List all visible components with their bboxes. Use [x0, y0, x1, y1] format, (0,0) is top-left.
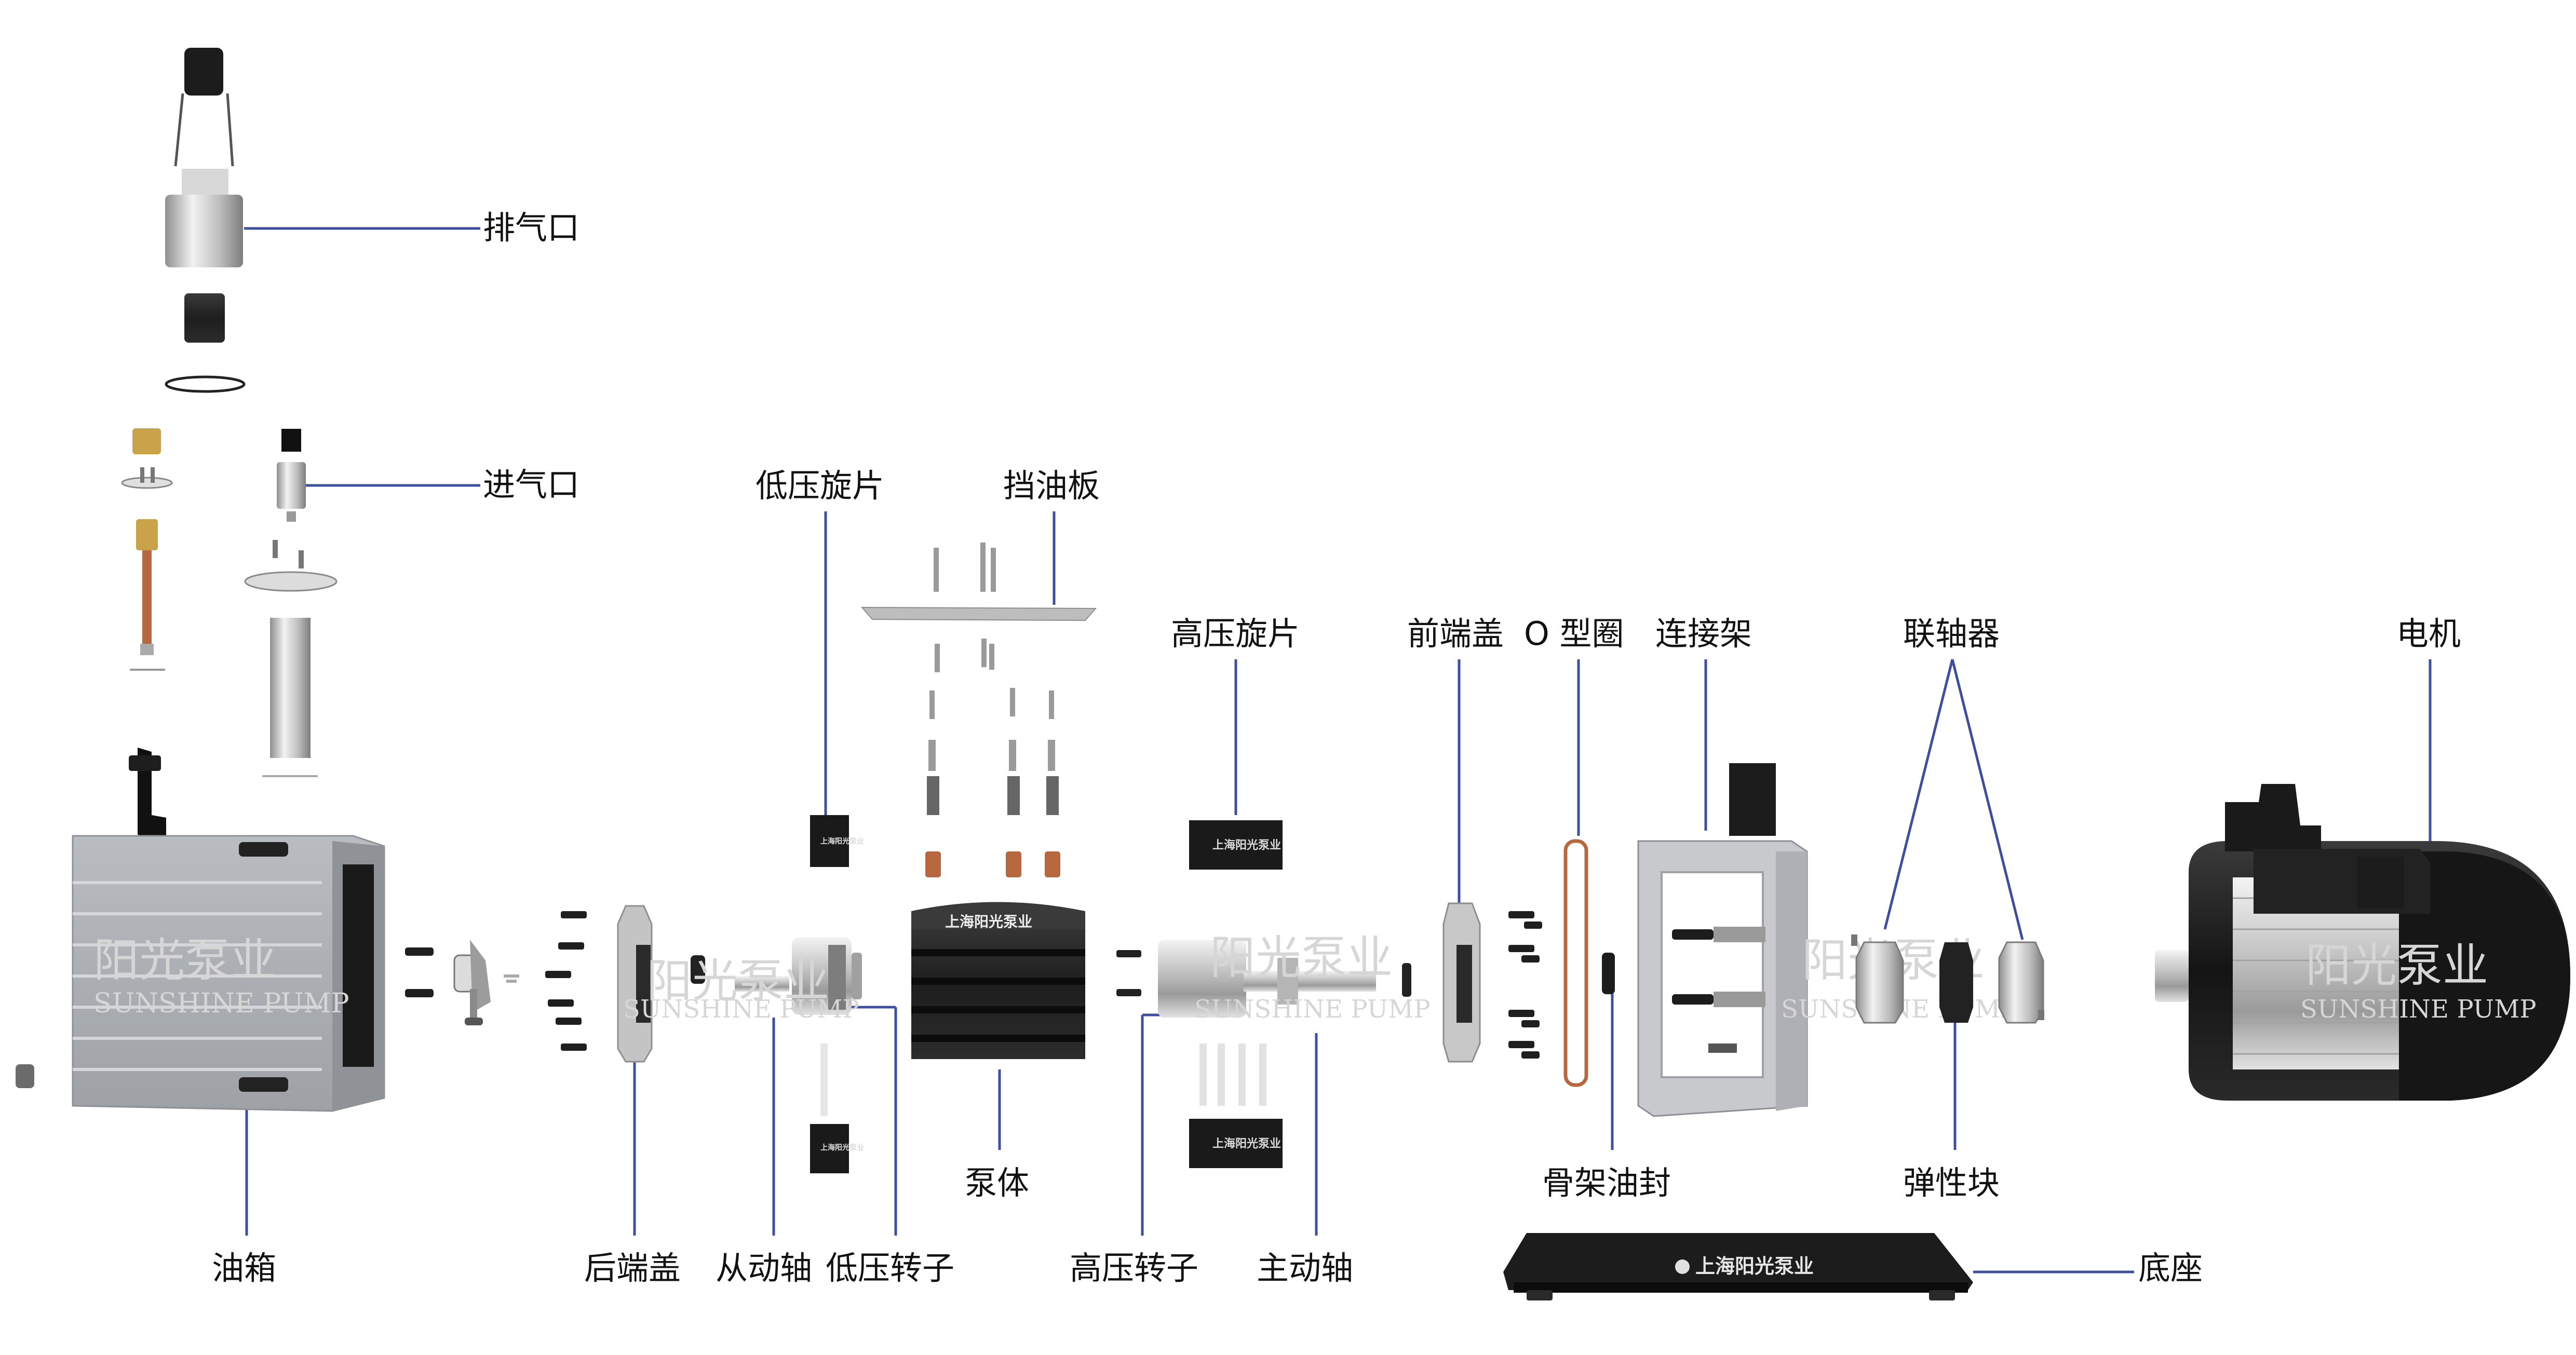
hp-vane-brand-top: 上海阳光泵业 [1212, 838, 1281, 852]
label-o-ring: O 型圈 [1524, 615, 1624, 653]
high-pressure-vanes: 上海阳光泵业 上海阳光泵业 [1189, 820, 1283, 1168]
leader-lines [244, 227, 2432, 1273]
front-end-cover [1402, 902, 1542, 1063]
oil-baffle-assembly [860, 543, 1097, 877]
label-main-shaft: 主动轴 [1257, 1249, 1354, 1287]
watermark-cn-5: 阳光泵业 [2305, 939, 2488, 992]
pump-body: 上海阳光泵业 [911, 902, 1085, 1059]
label-driven-shaft: 从动轴 [716, 1249, 813, 1287]
label-motor: 电机 [2396, 615, 2461, 653]
exhaust-cap [184, 48, 223, 96]
label-low-pressure-rotor: 低压转子 [826, 1249, 955, 1287]
exhaust-o-ring [165, 375, 246, 393]
label-rear-end-cover: 后端盖 [584, 1249, 681, 1287]
rear-end-cover-group [405, 905, 705, 1063]
connecting-frame: 阳光泵业 SUNSHINE PUMP [1637, 763, 2017, 1117]
high-rotor-main-shaft: 阳光泵业 SUNSHINE PUMP [1116, 931, 1431, 1024]
base: 上海阳光泵业 [1503, 1233, 1973, 1300]
o-ring-and-seal [1563, 839, 1615, 1087]
intake-port-assembly [121, 428, 338, 777]
label-oil-baffle: 挡油板 [1003, 467, 1100, 505]
label-high-pressure-rotor: 高压转子 [1070, 1249, 1199, 1287]
label-oil-tank: 油箱 [212, 1249, 277, 1287]
label-coupling: 联轴器 [1903, 615, 2000, 653]
watermark-en-3: SUNSHINE PUMP [1194, 995, 1431, 1024]
label-high-pressure-vane: 高压旋片 [1171, 615, 1300, 653]
watermark-cn-3: 阳光泵业 [1210, 931, 1393, 984]
label-front-end-cover: 前端盖 [1407, 615, 1504, 653]
lp-vane-brand-top: 上海阳光泵业 [820, 837, 864, 846]
label-exhaust-port: 排气口 [483, 209, 580, 247]
watermark-en-2: SUNSHINE PUMP [623, 995, 859, 1024]
base-brand: 上海阳光泵业 [1695, 1255, 1814, 1278]
driven-shaft-low-rotor: 阳光泵业 SUNSHINE PUMP [623, 937, 862, 1024]
watermark-cn-2: 阳光泵业 [646, 954, 829, 1008]
pump-body-brand: 上海阳光泵业 [945, 913, 1032, 930]
label-pump-body: 泵体 [965, 1164, 1030, 1202]
lp-vane-brand-bottom: 上海阳光泵业 [820, 1143, 864, 1152]
exhaust-cylinder [165, 195, 243, 267]
leader-coupling-b [1951, 659, 2024, 940]
label-intake-port: 进气口 [483, 466, 580, 504]
coupling-group [1851, 934, 2044, 1024]
low-pressure-vanes: 上海阳光泵业 上海阳光泵业 [810, 815, 864, 1173]
label-elastic-block: 弹性块 [1903, 1164, 2000, 1202]
leader-coupling-a [1883, 659, 1954, 930]
watermark-cn: 阳光泵业 [93, 933, 276, 987]
label-low-pressure-vane: 低压旋片 [756, 467, 885, 505]
label-skeleton-oil-seal: 骨架油封 [1542, 1164, 1671, 1202]
watermark-en-5: SUNSHINE PUMP [2300, 995, 2537, 1024]
hp-vane-brand-bottom: 上海阳光泵业 [1212, 1137, 1281, 1150]
label-base: 底座 [2138, 1249, 2203, 1287]
oil-tank: 阳光泵业 SUNSHINE PUMP [16, 748, 385, 1112]
watermark-en: SUNSHINE PUMP [93, 988, 349, 1019]
label-connecting-frame: 连接架 [1655, 615, 1752, 653]
motor: 阳光泵业 SUNSHINE PUMP [2155, 784, 2570, 1101]
exhaust-port-assembly [165, 48, 246, 393]
exhaust-nipple [184, 293, 225, 343]
